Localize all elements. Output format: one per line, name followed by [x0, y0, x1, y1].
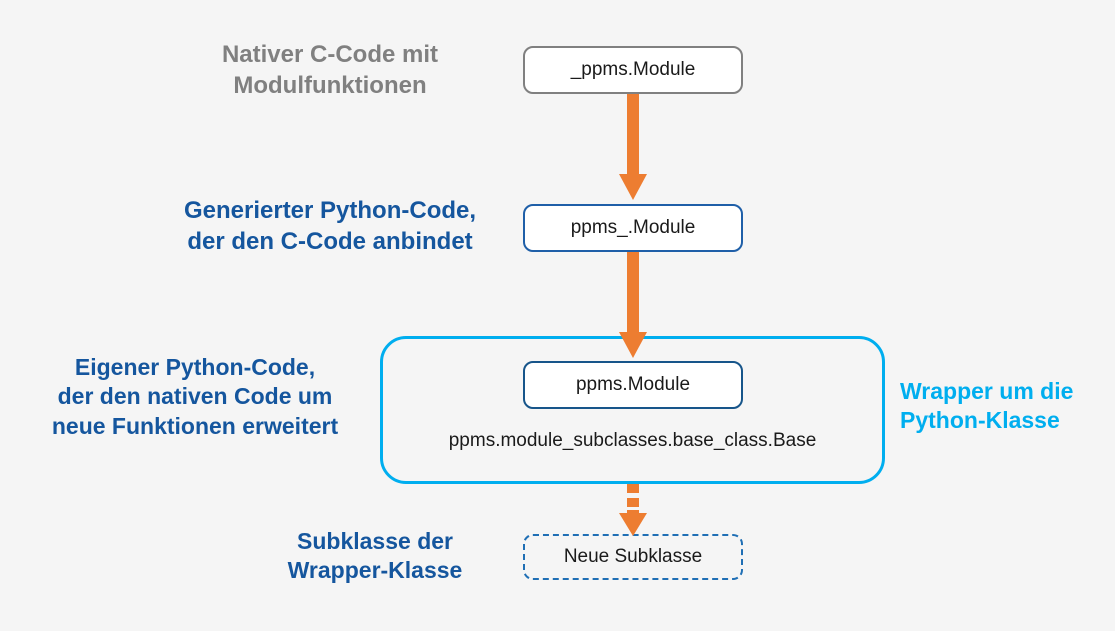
node-neue-subklasse[interactable]: Neue Subklasse	[523, 534, 743, 580]
arrow-wrapper-to-subclass-dashed	[619, 484, 647, 536]
label-subklasse-der-wrapper-klasse: Subklasse der Wrapper-Klasse	[287, 528, 463, 584]
node-ppms-module[interactable]: ppms.Module	[523, 361, 743, 409]
label-native-c-code: Nativer C-Code mit Modulfunktionen	[221, 41, 439, 99]
arrow-generated-to-wrapper	[619, 252, 647, 358]
label-generated-python-code: Generierter Python-Code, der den C-Code …	[183, 197, 477, 255]
arrow-native-to-generated	[619, 94, 647, 200]
label-wrapper-um-die-python-klasse: Wrapper um die Python-Klasse	[900, 378, 1074, 434]
label-own-python-code: Eigener Python-Code, der den nativen Cod…	[51, 354, 339, 439]
node-native-module[interactable]: _ppms.Module	[523, 46, 743, 94]
node-base-class-path: ppms.module_subclasses.base_class.Base	[448, 430, 817, 451]
node-generated-module[interactable]: ppms_.Module	[523, 204, 743, 252]
